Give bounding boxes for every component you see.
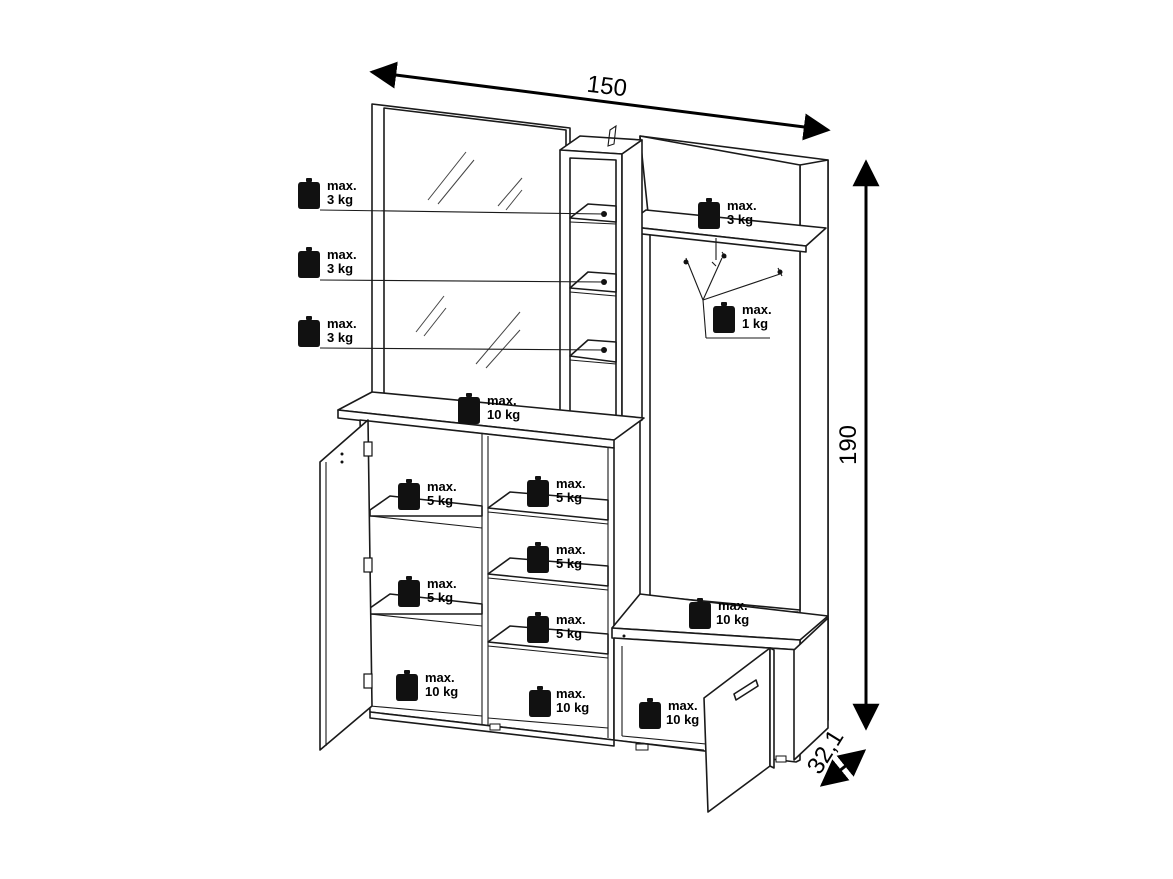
svg-text:max.: max. [327,316,357,331]
load-label: max. 5 kg [527,476,586,507]
svg-text:5 kg: 5 kg [427,590,453,605]
svg-text:max.: max. [327,247,357,262]
load-label: max. 5 kg [527,612,586,643]
svg-text:max.: max. [718,598,748,613]
svg-text:5 kg: 5 kg [556,490,582,505]
weight-icon [527,476,549,507]
svg-text:3 kg: 3 kg [327,261,353,276]
svg-text:max.: max. [556,542,586,557]
weight-icon [689,598,711,629]
mirror-panel [371,103,571,421]
pointer-line [319,279,605,283]
svg-text:5 kg: 5 kg [427,493,453,508]
svg-text:max.: max. [427,479,457,494]
pointer-line [702,299,707,339]
load-label: max. 10 kg [689,598,749,629]
weight-icon [298,316,320,347]
weight-icon [529,686,551,717]
width-label: 150 [585,71,628,103]
svg-text:10 kg: 10 kg [487,407,520,422]
svg-text:10 kg: 10 kg [556,700,589,715]
load-label: max. 3 kg [298,316,357,347]
load-label: max. 3 kg [698,198,757,229]
svg-text:3 kg: 3 kg [327,192,353,207]
svg-text:max.: max. [668,698,698,713]
svg-text:5 kg: 5 kg [556,556,582,571]
load-label: max. 1 kg [713,302,772,333]
svg-text:max.: max. [727,198,757,213]
load-label: max. 10 kg [458,393,520,424]
svg-text:3 kg: 3 kg [727,212,753,227]
weight-icon [458,393,480,424]
bench [611,593,829,813]
load-label: max. 3 kg [298,178,357,209]
svg-text:1 kg: 1 kg [742,316,768,331]
svg-text:max.: max. [327,178,357,193]
weight-icon [527,542,549,573]
svg-text:max.: max. [556,612,586,627]
pointer-line [319,347,605,351]
height-label: 190 [835,425,862,465]
load-label: max. 5 kg [527,542,586,573]
svg-text:max.: max. [425,670,455,685]
weight-icon [527,612,549,643]
weight-icon [298,178,320,209]
svg-text:10 kg: 10 kg [425,684,458,699]
svg-text:max.: max. [556,476,586,491]
weight-icon [396,670,418,701]
lower-cabinet [319,391,649,751]
weight-icon [698,198,720,229]
svg-text:max.: max. [556,686,586,701]
load-label: max. 10 kg [639,698,699,729]
svg-text:5 kg: 5 kg [556,626,582,641]
weight-icon [398,576,420,607]
weight-icon [713,302,735,333]
load-label: max. 5 kg [398,479,457,510]
svg-text:10 kg: 10 kg [666,712,699,727]
weight-icon [398,479,420,510]
svg-text:max.: max. [742,302,772,317]
pointer-line [319,209,605,215]
weight-icon [298,247,320,278]
load-label: max. 5 kg [398,576,457,607]
load-label: max. 3 kg [298,247,357,278]
weight-icon [639,698,661,729]
load-label: max. 10 kg [396,670,458,701]
svg-text:max.: max. [427,576,457,591]
svg-text:3 kg: 3 kg [327,330,353,345]
height-dimension: 190 [835,159,880,731]
svg-text:10 kg: 10 kg [716,612,749,627]
load-label: max. 10 kg [529,686,589,717]
width-dimension: 150 [369,61,831,141]
svg-text:max.: max. [487,393,517,408]
shelf-tower [559,124,643,431]
